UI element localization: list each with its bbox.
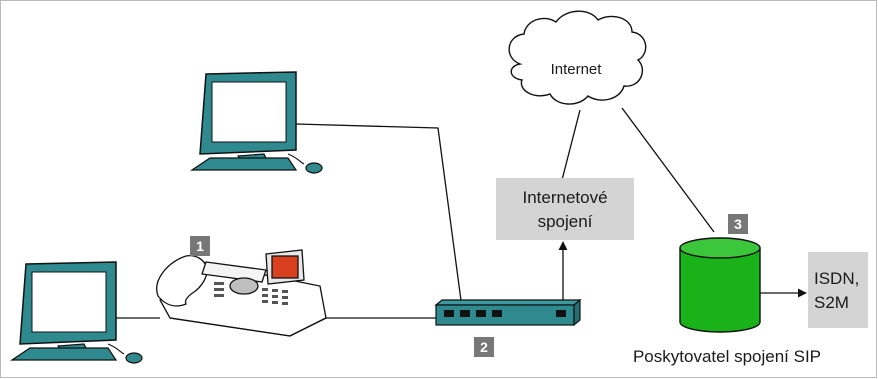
line-top-computer-router	[295, 123, 463, 309]
provider-label: Poskytovatel spojení SIP	[633, 347, 821, 366]
badge-router-number: 2	[480, 339, 488, 355]
badge-phone-number: 1	[196, 238, 204, 254]
computer-icon	[190, 71, 323, 174]
isdn-box: ISDN, S2M	[808, 252, 868, 328]
line-cloud-provider	[621, 107, 715, 233]
badge-provider: 3	[728, 214, 748, 234]
internet-connection-box: Internetové spojení	[496, 178, 634, 240]
badge-provider-number: 3	[734, 216, 742, 232]
computer-icon	[10, 261, 143, 364]
desk-phone-icon	[156, 249, 327, 337]
database-icon	[679, 237, 761, 333]
cloud-icon: Internet	[508, 10, 647, 105]
badge-phone: 1	[190, 236, 210, 256]
line-cloud-connection	[561, 109, 581, 181]
connection-label-line1: Internetové	[522, 188, 607, 207]
internet-label: Internet	[551, 61, 603, 78]
router-icon	[434, 298, 582, 327]
connection-lines	[110, 107, 807, 319]
isdn-label-line2: S2M	[814, 293, 849, 312]
isdn-label-line1: ISDN,	[814, 269, 859, 288]
badge-router: 2	[474, 337, 494, 357]
connection-label-line2: spojení	[538, 212, 593, 231]
